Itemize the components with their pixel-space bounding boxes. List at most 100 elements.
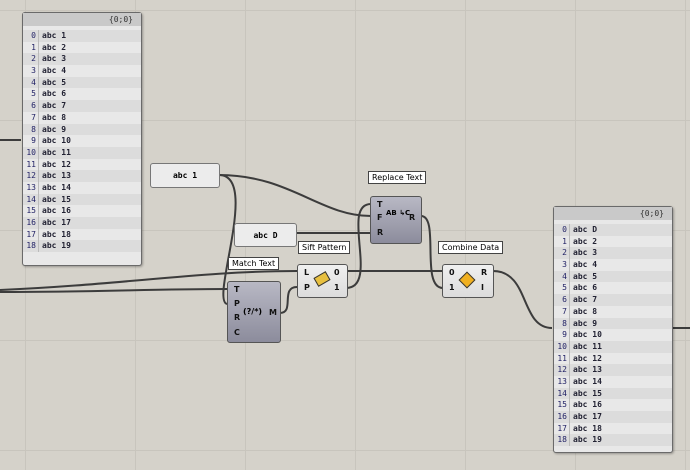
item-index: 0: [23, 30, 39, 42]
item-index: 4: [23, 76, 39, 89]
item-value: abc 18: [573, 423, 602, 433]
item-index: 5: [554, 282, 570, 295]
input-p[interactable]: P: [304, 283, 310, 292]
wire: [279, 286, 298, 314]
item-index: 12: [23, 170, 39, 182]
input-r[interactable]: R: [377, 228, 384, 237]
match-text-label: Match Text: [228, 257, 280, 270]
replace-icon: AB ↳C: [386, 209, 411, 217]
item-value: abc 1: [42, 31, 67, 40]
match-text-component[interactable]: T P R C (?/*) M: [227, 281, 281, 343]
item-index: 1: [23, 41, 39, 54]
item-index: 6: [23, 100, 39, 112]
item-value: abc D: [573, 225, 598, 234]
item-index: 8: [23, 123, 39, 136]
item-index: 9: [554, 329, 570, 341]
item-value: abc 11: [573, 341, 602, 351]
item-value: abc 3: [573, 248, 598, 258]
item-value: abc 18: [42, 229, 71, 239]
output-0[interactable]: 0: [334, 268, 340, 277]
item-index: 15: [554, 399, 570, 411]
item-value: abc 6: [573, 283, 598, 293]
input-1[interactable]: 1: [449, 283, 455, 292]
input-0[interactable]: 0: [449, 268, 455, 277]
item-value: abc 9: [573, 318, 598, 328]
item-index: 3: [23, 65, 39, 77]
item-value: abc 12: [42, 159, 71, 169]
item-value: abc 5: [42, 77, 67, 87]
combine-data-component[interactable]: 0 1 R I: [442, 264, 494, 298]
item-value: abc 10: [573, 330, 602, 340]
replace-text-label: Replace Text: [368, 171, 427, 184]
item-index: 6: [554, 294, 570, 306]
item-index: 10: [554, 340, 570, 353]
input-p[interactable]: P: [234, 299, 240, 308]
replace-text-component[interactable]: T F R AB ↳C R: [370, 196, 422, 244]
item-value: abc 2: [573, 236, 598, 246]
item-value: abc 14: [573, 376, 602, 386]
input-c[interactable]: C: [234, 328, 240, 337]
item-value: abc 7: [573, 295, 598, 305]
output-r[interactable]: R: [481, 268, 488, 277]
wire: [218, 174, 237, 305]
item-index: 18: [23, 240, 39, 253]
item-value: abc 2: [42, 42, 67, 52]
item-value: abc 11: [42, 147, 71, 157]
item-value: abc 16: [573, 400, 602, 410]
output-1[interactable]: 1: [334, 283, 340, 292]
item-index: 17: [23, 228, 39, 241]
item-value: abc 8: [573, 306, 598, 316]
item-value: abc 17: [42, 218, 71, 227]
item-value: abc 19: [573, 435, 602, 445]
match-icon: (?/*): [243, 307, 263, 316]
sift-pattern-component[interactable]: L P 0 1: [297, 264, 348, 298]
item-value: abc 13: [573, 365, 602, 375]
item-value: abc 6: [42, 89, 67, 99]
input-l[interactable]: L: [304, 268, 310, 277]
item-index: 7: [23, 111, 39, 124]
input-t[interactable]: T: [377, 200, 383, 209]
output-i[interactable]: I: [481, 283, 484, 292]
output-r[interactable]: R: [409, 213, 416, 222]
item-index: 8: [554, 317, 570, 330]
text-panel-abc1[interactable]: abc 1: [150, 163, 220, 188]
input-t[interactable]: T: [234, 285, 240, 294]
output-m[interactable]: M: [269, 308, 277, 317]
item-value: abc 4: [42, 66, 67, 76]
sift-pattern-label: Sift Pattern: [298, 241, 351, 254]
input-f[interactable]: F: [377, 213, 383, 222]
combine-data-label: Combine Data: [438, 241, 504, 254]
item-index: 3: [554, 259, 570, 271]
item-value: abc 7: [42, 101, 67, 111]
text-panel-abcD[interactable]: abc D: [234, 223, 297, 247]
item-value: abc 19: [42, 241, 71, 251]
input-r[interactable]: R: [234, 313, 241, 322]
item-index: 4: [554, 270, 570, 283]
item-index: 2: [23, 53, 39, 66]
